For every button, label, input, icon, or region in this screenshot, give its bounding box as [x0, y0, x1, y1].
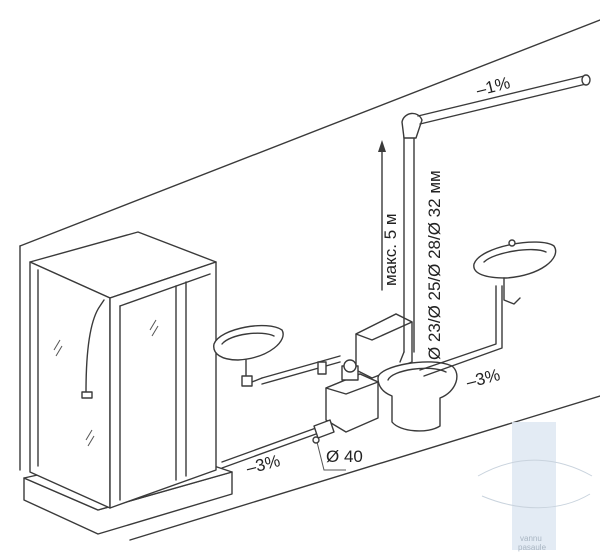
toilet	[355, 313, 458, 432]
max-height-label: макс. 5 м	[381, 213, 400, 286]
shower-cabin	[23, 231, 233, 535]
pipe-sizes-label: Ø 23/Ø 25/Ø 28/Ø 32 мм	[425, 170, 444, 360]
room-walls	[19, 19, 600, 541]
slope-top-label: –1%	[474, 73, 512, 100]
watermark-bar	[512, 422, 556, 550]
pipe-40-label: Ø 40	[326, 447, 363, 466]
height-arrow	[378, 140, 386, 291]
watermark-line2: pasaule	[518, 543, 547, 552]
pipes	[221, 74, 591, 469]
watermark-line1: vannu	[520, 534, 542, 543]
washbasin-left	[213, 324, 284, 387]
macerator-pump	[325, 359, 379, 433]
slope-bottom-label: –3%	[244, 451, 282, 478]
watermark-logo: vannu pasaule	[477, 422, 593, 552]
pipe-40-pointer	[312, 436, 346, 471]
slope-right-label: –3%	[464, 365, 502, 392]
washbasin-right	[473, 239, 557, 305]
